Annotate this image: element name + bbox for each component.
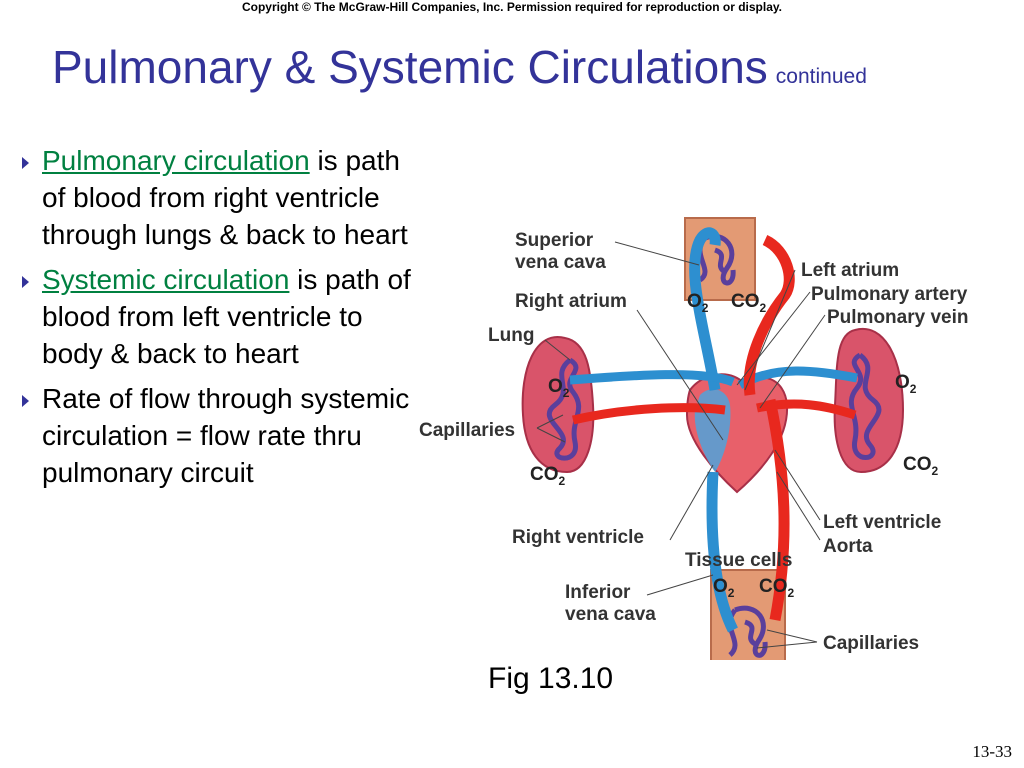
pulmonary-vein-left-vessel [571, 403, 726, 425]
label-aorta: Aorta [823, 536, 873, 557]
gas-o2-lower: O2 [713, 576, 735, 600]
right-lung [833, 327, 905, 474]
bullet-text: is path of blood from right ventricle th… [42, 145, 408, 250]
copyright-notice: Copyright © The McGraw-Hill Companies, I… [241, 0, 783, 14]
gas-o2-right-lung: O2 [895, 372, 917, 396]
label-pulmonary-artery: Pulmonary artery [811, 284, 968, 305]
title-continued: continued [775, 65, 867, 88]
label-superior-vena-cava-line1: Superior [515, 230, 594, 251]
gas-co2-left-lung: CO2 [530, 464, 566, 488]
gas-co2-right-lung: CO2 [903, 454, 939, 478]
inferior-vena-cava-vessel [706, 471, 738, 633]
label-superior-vena-cava-line2: vena cava [515, 252, 606, 273]
bullet-systemic: Systemic circulation is path of blood fr… [22, 261, 417, 372]
bullet-flow-rate: Rate of flow through systemic circulatio… [22, 380, 417, 491]
circulation-diagram: Superior vena cava Right atrium Lung Cap… [419, 217, 969, 660]
gas-o2-left-lung: O2 [548, 376, 570, 400]
bullet-text: Rate of flow through systemic circulatio… [42, 383, 410, 488]
label-capillaries-lung: Capillaries [419, 420, 515, 441]
label-right-ventricle: Right ventricle [512, 527, 644, 548]
descending-aorta-vessel [764, 398, 790, 622]
pulmonary-artery-left-vessel [569, 370, 735, 387]
pulmonary-circulation-link[interactable]: Pulmonary circulation [42, 145, 310, 176]
label-inferior-vena-cava-line2: vena cava [565, 604, 656, 625]
label-pulmonary-vein: Pulmonary vein [827, 307, 969, 328]
label-right-atrium: Right atrium [515, 291, 627, 312]
page-number: 13-33 [972, 742, 1012, 761]
left-lung-capillaries [546, 357, 582, 461]
gas-o2-upper: O2 [687, 291, 709, 315]
label-lung: Lung [488, 325, 534, 346]
pulmonary-vein-right-vessel [756, 399, 857, 420]
leader-lines [536, 241, 826, 649]
bullet-arrow-icon [22, 157, 29, 169]
superior-vena-cava-vessel [689, 227, 721, 391]
label-inferior-vena-cava-line1: Inferior [565, 582, 631, 603]
figure-caption: Fig 13.10 [488, 662, 614, 695]
label-capillaries-tissue: Capillaries [823, 633, 919, 654]
gas-co2-upper: CO2 [731, 291, 767, 315]
bullet-arrow-icon [22, 276, 29, 288]
systemic-circulation-link[interactable]: Systemic circulation [42, 264, 290, 295]
bullet-arrow-icon [22, 395, 29, 407]
bullet-list: Pulmonary circulation is path of blood f… [22, 142, 417, 499]
title-main: Pulmonary & Systemic Circulations [52, 41, 768, 93]
label-left-atrium: Left atrium [801, 260, 899, 281]
slide-title: Pulmonary & Systemic Circulations continu… [52, 40, 867, 94]
bullet-pulmonary: Pulmonary circulation is path of blood f… [22, 142, 417, 253]
label-tissue-cells: Tissue cells [685, 550, 792, 571]
label-left-ventricle: Left ventricle [823, 512, 941, 533]
right-lung-capillaries [848, 352, 882, 460]
gas-co2-lower: CO2 [759, 576, 795, 600]
bullet-text: is path of blood from left ventricle to … [42, 264, 411, 369]
